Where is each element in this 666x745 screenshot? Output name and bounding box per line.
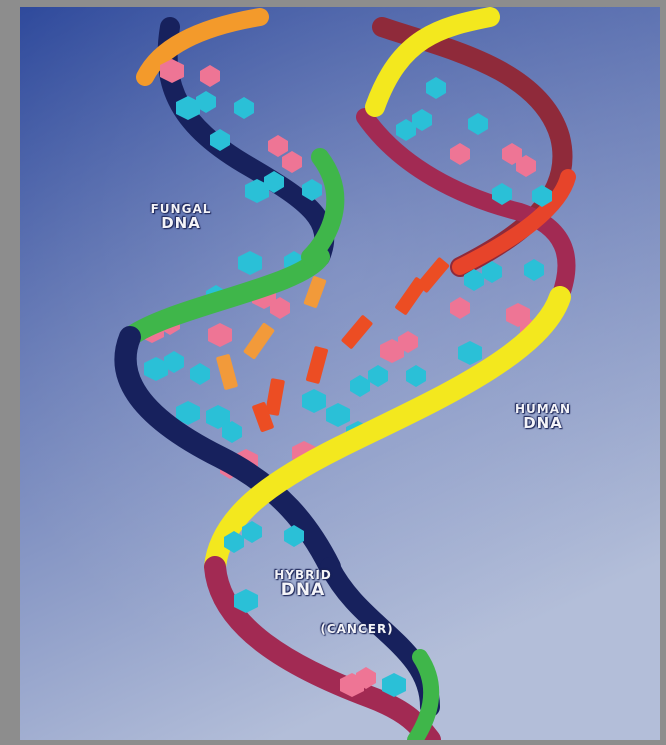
- cancer-label: (CANCER): [302, 623, 412, 636]
- dna-illustration: FUNGAL DNA HUMAN DNA HYBRID DNA (CANCER): [20, 7, 660, 740]
- human-dna-label: HUMAN DNA: [493, 403, 593, 431]
- human-label-line2: DNA: [493, 416, 593, 432]
- hybrid-label-line2: DNA: [248, 582, 358, 600]
- hybrid-dna-label: HYBRID DNA: [248, 569, 358, 599]
- fungal-dna-label: FUNGAL DNA: [136, 203, 226, 231]
- fungal-label-line2: DNA: [136, 216, 226, 232]
